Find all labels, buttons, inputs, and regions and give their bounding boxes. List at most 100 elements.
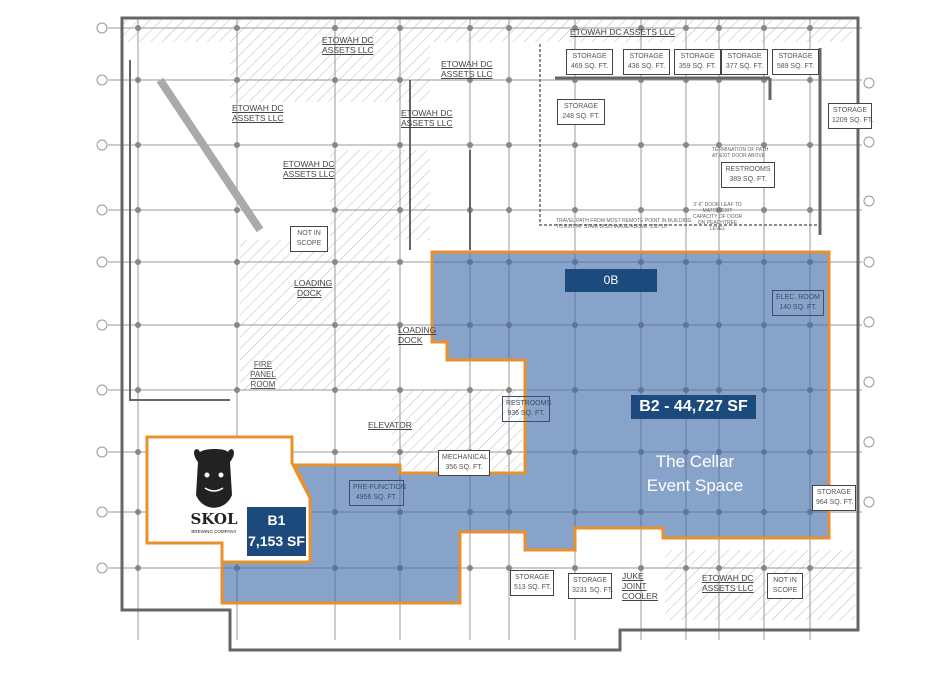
svg-text:BREWING COMPANY: BREWING COMPANY — [191, 529, 236, 534]
column — [397, 259, 403, 265]
column — [332, 259, 338, 265]
tenant-label: ETOWAH DC — [441, 59, 493, 69]
column — [761, 207, 767, 213]
column — [467, 142, 473, 148]
column — [397, 207, 403, 213]
column — [638, 25, 644, 31]
column — [135, 77, 141, 83]
column — [234, 259, 240, 265]
skol-logo: SKOL BREWING COMPANY — [190, 449, 238, 534]
area-label: ELEVATOR — [368, 420, 412, 430]
column — [761, 25, 767, 31]
tenant-label: ASSETS LLC — [232, 113, 284, 123]
column — [572, 207, 578, 213]
column — [397, 449, 403, 455]
column — [683, 142, 689, 148]
tenant-label: ETOWAH DC — [702, 573, 754, 583]
column — [506, 25, 512, 31]
grid-bubbles — [96, 22, 875, 574]
note-termination: TERMINATION OF PATH AT EXIT DOOR ABOVE — [712, 147, 769, 159]
column — [234, 142, 240, 148]
column — [135, 565, 141, 571]
tenant-label: ETOWAH DC ASSETS LLC — [570, 27, 675, 37]
column — [638, 142, 644, 148]
column — [506, 565, 512, 571]
tenant-label: ASSETS LLC — [322, 45, 374, 55]
column — [234, 25, 240, 31]
column — [397, 387, 403, 393]
column — [572, 565, 578, 571]
column — [332, 77, 338, 83]
column — [807, 565, 813, 571]
column — [397, 142, 403, 148]
column — [506, 387, 512, 393]
column — [135, 259, 141, 265]
column — [135, 322, 141, 328]
column — [467, 25, 473, 31]
column — [638, 207, 644, 213]
area-label: DOCK — [398, 335, 423, 345]
building-walls — [120, 16, 860, 652]
column — [332, 322, 338, 328]
svg-text:SKOL: SKOL — [190, 510, 238, 528]
column — [761, 142, 767, 148]
column — [807, 77, 813, 83]
tenant-label: ETOWAH DC — [322, 35, 374, 45]
column — [716, 565, 722, 571]
b2-area-tag[interactable]: B2 - 44,727 SF — [631, 395, 756, 419]
column — [506, 77, 512, 83]
column — [332, 142, 338, 148]
column — [332, 449, 338, 455]
column — [397, 25, 403, 31]
tenant-label: ASSETS LLC — [702, 583, 754, 593]
ob-tag: 0B — [565, 269, 657, 292]
hatched-areas — [122, 20, 855, 620]
column — [638, 565, 644, 571]
column — [683, 207, 689, 213]
column — [332, 25, 338, 31]
column — [234, 77, 240, 83]
tenant-label: ASSETS LLC — [401, 118, 453, 128]
column — [234, 322, 240, 328]
column — [807, 142, 813, 148]
area-label: DOCK — [297, 288, 322, 298]
column — [135, 207, 141, 213]
column — [761, 565, 767, 571]
column — [716, 207, 722, 213]
column — [572, 25, 578, 31]
column — [467, 387, 473, 393]
area-label: LOADING — [294, 278, 333, 288]
column — [135, 25, 141, 31]
area-label: LOADING — [398, 325, 437, 335]
column — [683, 25, 689, 31]
tenant-label: ASSETS LLC — [283, 169, 335, 179]
tenant-label: ETOWAH DC — [283, 159, 335, 169]
area-label: JUKE — [622, 571, 644, 581]
b2-highlight-area[interactable] — [220, 250, 831, 605]
column — [467, 77, 473, 83]
column — [135, 449, 141, 455]
area-label: COOLER — [622, 591, 658, 601]
column — [332, 387, 338, 393]
column — [572, 142, 578, 148]
column — [135, 387, 141, 393]
column — [716, 25, 722, 31]
area-label: JOINT — [622, 581, 647, 591]
column — [397, 77, 403, 83]
note-door-leaf: 3'-6" DOOR LEAF TO MATCH EXIT CAPACITY O… — [692, 202, 743, 232]
